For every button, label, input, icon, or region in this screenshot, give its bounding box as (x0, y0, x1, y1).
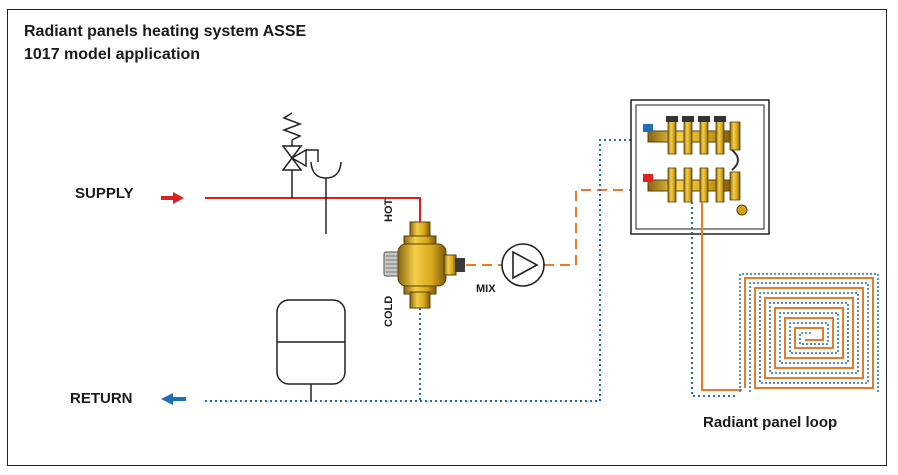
radiant-loop-icon (739, 273, 879, 392)
loop-supply-line (701, 202, 742, 391)
diagram-title: Radiant panels heating system ASSE 1017 … (24, 20, 306, 66)
return-arrow-icon (161, 393, 186, 405)
cold-label: COLD (383, 295, 395, 327)
supply-line (205, 197, 421, 222)
thermostatic-mixing-valve-icon (383, 221, 465, 309)
return-line (205, 139, 640, 402)
return-label: RETURN (70, 390, 133, 407)
hot-label: HOT (383, 198, 395, 222)
supply-label: SUPPLY (75, 185, 134, 202)
mix-label: MIX (476, 283, 496, 295)
drain-funnel-icon (310, 161, 342, 234)
title-line-2: 1017 model application (24, 46, 201, 63)
radiant-loop-label: Radiant panel loop (703, 414, 838, 431)
circulator-pump-icon (501, 243, 545, 287)
manifold-icon (630, 99, 770, 235)
expansion-tank-icon (276, 299, 346, 401)
title-line-1: Radiant panels heating system ASSE (24, 23, 307, 40)
mix-line (466, 189, 640, 266)
safety-relief-valve-icon (281, 112, 319, 198)
supply-arrow-icon (161, 192, 184, 204)
